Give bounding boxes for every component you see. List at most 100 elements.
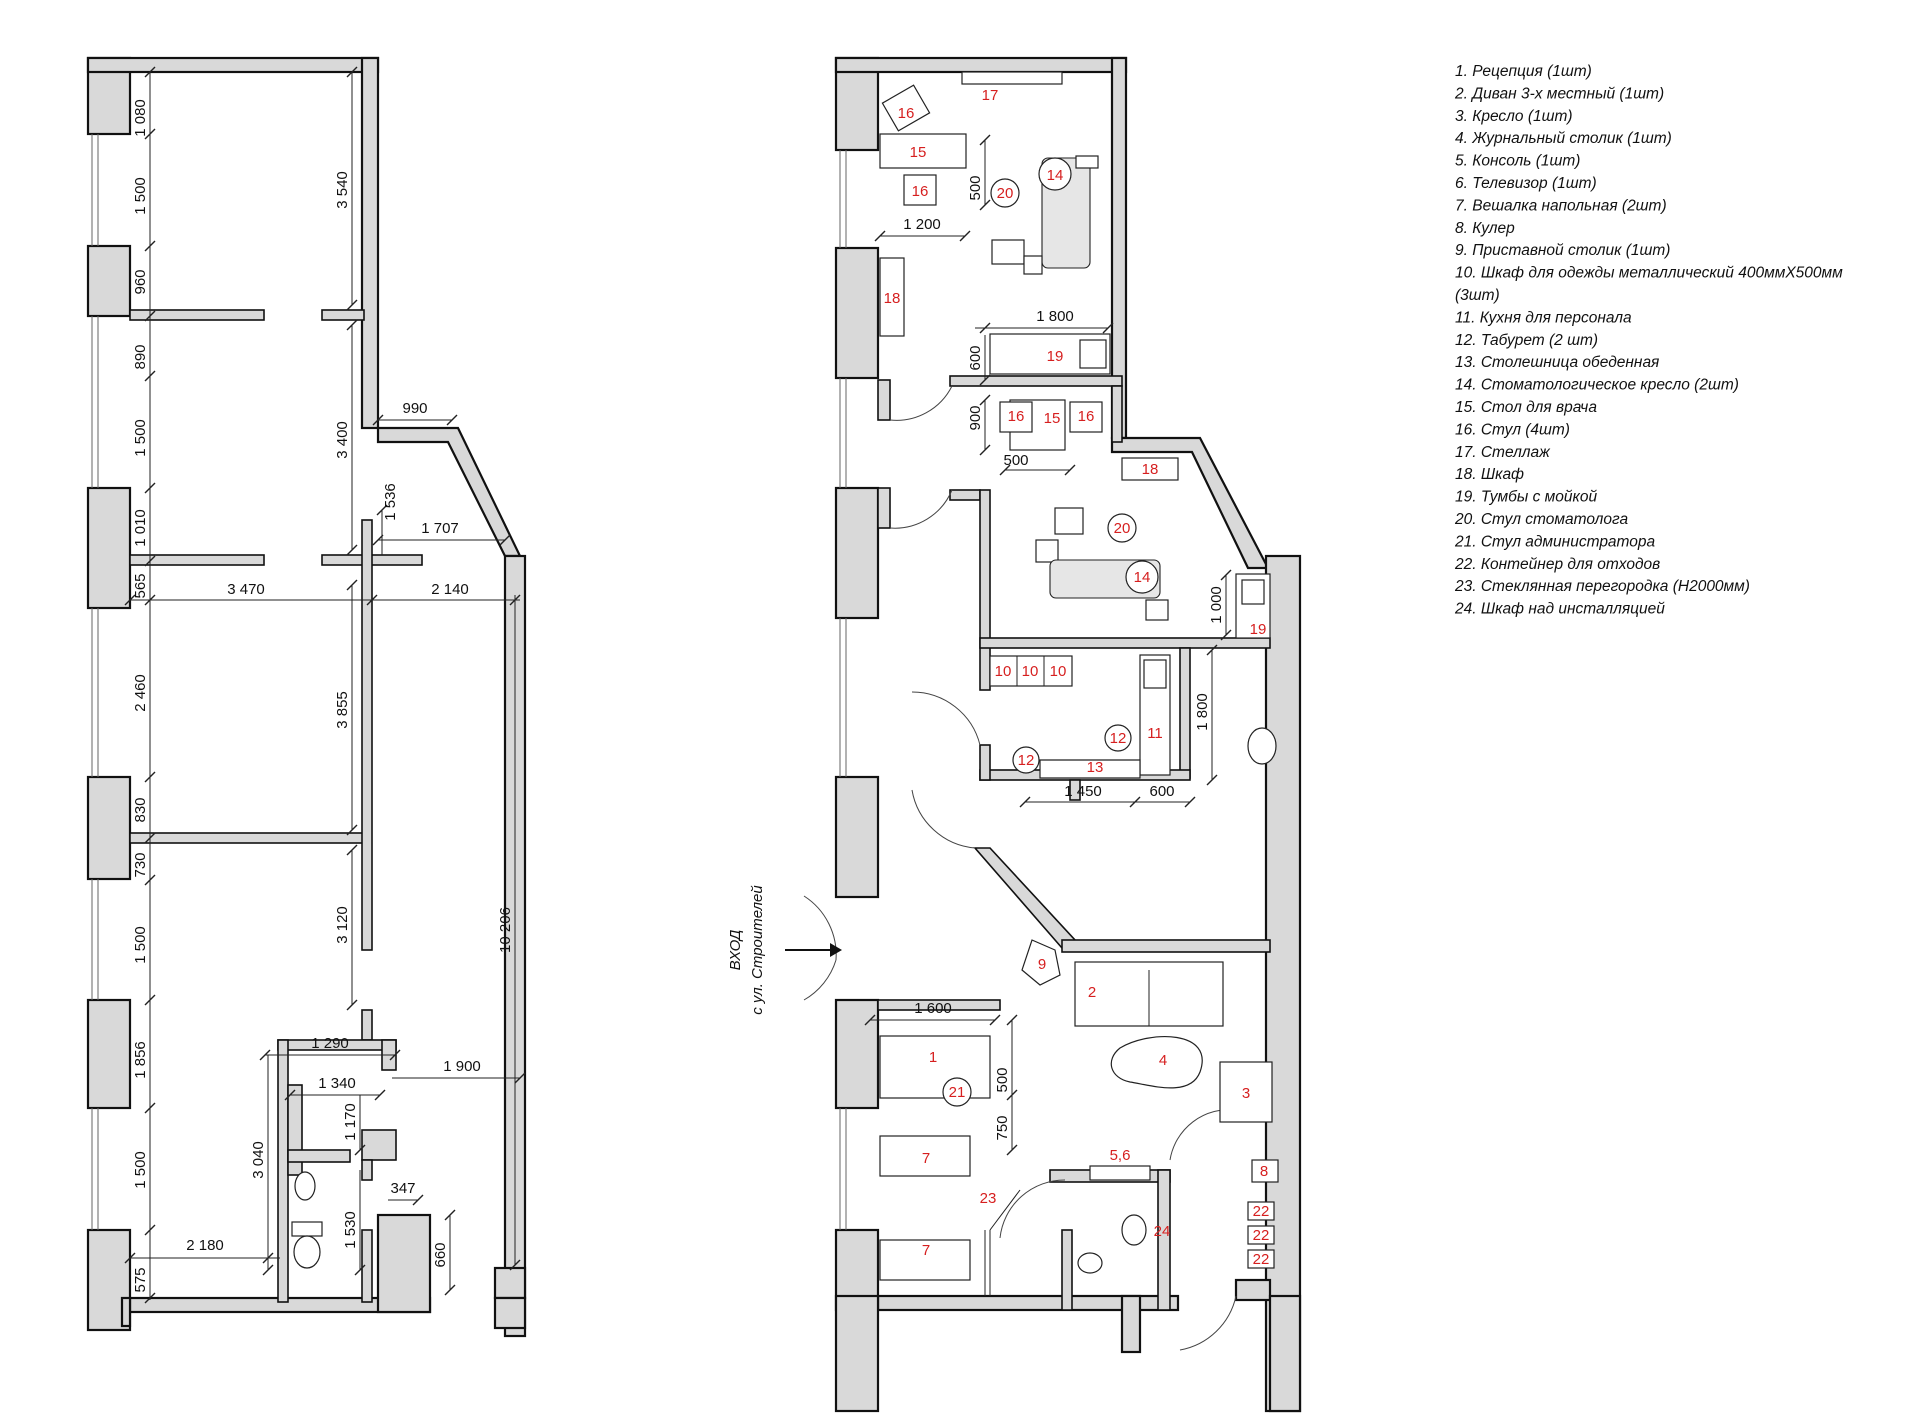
wall-top — [834, 56, 1128, 74]
sink-icon — [1247, 727, 1277, 765]
wall-stub — [493, 1266, 527, 1300]
wall-bottom-stub — [1234, 1278, 1272, 1302]
side-table-9 — [1021, 939, 1061, 986]
toilet-icon — [1121, 1214, 1147, 1246]
legend-item: 2. Диван 3-х местный (1шт) — [1454, 85, 1664, 102]
legend-item: 21. Стул администратора — [1454, 533, 1656, 550]
label-12: 12 — [1110, 730, 1127, 747]
sink-icon — [1143, 659, 1167, 689]
partition — [321, 309, 365, 321]
wall-pier — [86, 1228, 132, 1332]
wall-top — [86, 56, 380, 74]
door-swing — [1179, 1295, 1237, 1351]
bath-inner — [361, 1129, 397, 1161]
dim-1800: 1 800 — [1194, 693, 1211, 731]
dental-tray — [1035, 539, 1059, 563]
wall-bottom-right — [493, 1296, 527, 1330]
reception-desk-1 — [879, 1035, 991, 1099]
label-2: 2 — [1088, 984, 1096, 1001]
dim-1707: 1 707 — [421, 520, 459, 537]
legend-item: 10. Шкаф для одежды металлический 400ммХ… — [1455, 265, 1843, 282]
partition — [949, 489, 981, 501]
legend-item: 18. Шкаф — [1455, 466, 1524, 483]
wall-bottom-left — [834, 1294, 880, 1413]
dim-2140: 2 140 — [431, 581, 469, 598]
armchair-3 — [1219, 1061, 1273, 1123]
label-16: 16 — [1008, 408, 1025, 425]
wall-bottom-stub — [1120, 1294, 1142, 1354]
wall-bottom-right — [1268, 1294, 1302, 1413]
label-7: 7 — [922, 1150, 930, 1167]
toilet-icon — [293, 1235, 321, 1269]
dim-1010: 1 010 — [132, 509, 149, 547]
legend-item: 8. Кулер — [1455, 220, 1515, 237]
coat-rack-7 — [879, 1135, 971, 1177]
label-22: 22 — [1253, 1251, 1270, 1268]
label-14: 14 — [1047, 167, 1064, 184]
glass-partition — [989, 1189, 1021, 1231]
partition — [129, 554, 265, 566]
partition — [1179, 647, 1191, 779]
label-13: 13 — [1087, 759, 1104, 776]
dim-900: 900 — [967, 405, 984, 430]
wall-pier — [86, 486, 132, 610]
partition-vertical — [361, 519, 373, 951]
dental-unit — [1023, 255, 1043, 275]
partition — [1061, 1229, 1073, 1311]
wall-pier — [834, 246, 880, 380]
left-floor-plan: 1 080 1 500 3 540 960 890 1 500 3 400 99… — [86, 56, 527, 1338]
label-24: 24 — [1154, 1223, 1171, 1240]
sink-icon — [294, 1171, 316, 1201]
legend-item: 12. Табурет (2 шт) — [1455, 332, 1598, 349]
partition — [1069, 779, 1081, 801]
wall-right-upper — [360, 56, 380, 430]
sink-icon — [1241, 579, 1265, 605]
dim-3540: 3 540 — [334, 171, 351, 209]
legend-item: 6. Телевизор (1шт) — [1455, 175, 1597, 192]
label-21: 21 — [949, 1084, 966, 1101]
console-5-6 — [1089, 1165, 1151, 1181]
label-4: 4 — [1159, 1052, 1167, 1069]
legend-item: 20. Стул стоматолога — [1454, 511, 1628, 528]
legend-item: 16. Стул (4шт) — [1455, 421, 1570, 438]
dimension-ticks-left — [124, 66, 526, 1304]
entrance-label: ВХОД — [727, 929, 744, 970]
dim-1900: 1 900 — [443, 1058, 481, 1075]
dim-1800: 1 800 — [1036, 308, 1074, 325]
cabinet-18 — [1121, 457, 1179, 481]
wall-bottom-block — [376, 1213, 432, 1314]
dental-cart — [991, 239, 1025, 265]
dim-730: 730 — [132, 852, 149, 877]
label-18: 18 — [1142, 461, 1159, 478]
legend-item: 9. Приставной столик (1шт) — [1455, 242, 1670, 259]
table-13 — [1039, 759, 1141, 779]
dim-1500: 1 500 — [132, 926, 149, 964]
chair-16 — [903, 174, 937, 206]
wall-pier — [834, 486, 880, 620]
dim-1600: 1 600 — [914, 1000, 952, 1017]
label-16: 16 — [898, 105, 915, 122]
partition — [361, 1009, 373, 1041]
partition — [1111, 385, 1123, 443]
label-5-6: 5,6 — [1110, 1147, 1131, 1164]
label-9: 9 — [1038, 956, 1046, 973]
door-swing — [911, 691, 981, 746]
wall-diagonal — [1110, 436, 1270, 570]
label-15: 15 — [910, 144, 927, 161]
dentist-stool-20 — [990, 178, 1020, 208]
label-20: 20 — [1114, 520, 1131, 537]
label-18: 18 — [884, 290, 901, 307]
dental-chair-head — [1125, 560, 1159, 594]
doctor-desk-15 — [879, 133, 967, 169]
dimension-lines-right — [870, 140, 1227, 1150]
partition — [979, 637, 1271, 649]
dim-1000: 1 000 — [1208, 586, 1225, 624]
label-7: 7 — [922, 1242, 930, 1259]
partition — [129, 832, 371, 844]
dental-chair-head — [1038, 157, 1072, 191]
dim-1856: 1 856 — [132, 1041, 149, 1079]
wall-pier — [86, 998, 132, 1110]
dim-830: 830 — [132, 797, 149, 822]
legend-item: 13. Столешница обеденная — [1455, 354, 1659, 371]
